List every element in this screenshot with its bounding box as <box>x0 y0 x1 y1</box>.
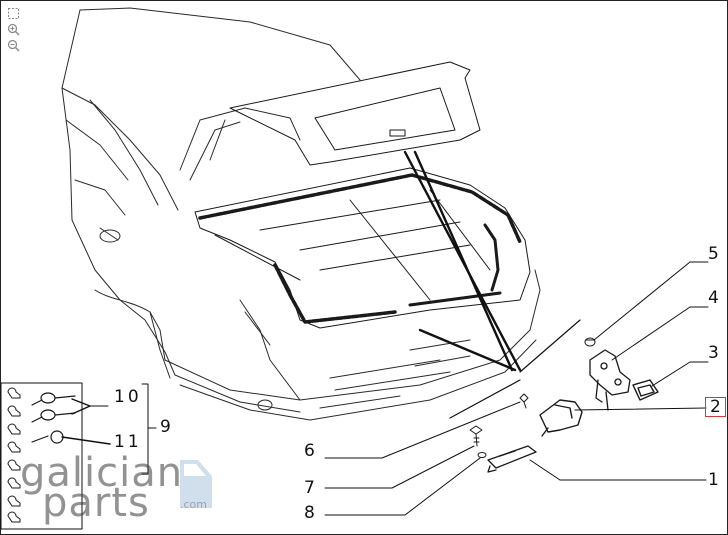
leader-lines <box>403 150 522 372</box>
part-1-striker <box>487 445 537 473</box>
callout-6[interactable]: 6 <box>304 441 315 461</box>
callout-leaders <box>324 261 709 516</box>
part-4-latch <box>589 349 631 411</box>
watermark-suffix: .com <box>180 498 207 511</box>
callout-2-selected[interactable]: 2 <box>705 397 726 417</box>
trunk-opening <box>194 167 531 329</box>
watermark-line1: galician <box>20 450 184 496</box>
fit-page-icon[interactable] <box>6 6 20 20</box>
part-3-pad <box>632 379 659 401</box>
watermark-line2: parts <box>42 480 150 526</box>
part-6-bolt <box>519 393 529 409</box>
callout-8[interactable]: 8 <box>304 503 315 523</box>
part-2-lock <box>539 399 583 437</box>
part-5-screw <box>584 337 596 347</box>
zoom-in-icon[interactable] <box>6 22 20 36</box>
callout-10[interactable]: 10 <box>114 387 142 407</box>
callout-11[interactable]: 11 <box>114 432 142 452</box>
trunk-lid <box>229 61 481 166</box>
callout-4[interactable]: 4 <box>708 288 719 308</box>
keys-panel <box>0 382 157 530</box>
part-7-bolt <box>469 425 483 447</box>
callout-7[interactable]: 7 <box>304 478 315 498</box>
part-8-washer <box>477 452 487 458</box>
zoom-out-icon[interactable] <box>6 38 20 52</box>
zoom-toolbar <box>6 6 20 52</box>
door-icon <box>180 460 212 508</box>
callout-5[interactable]: 5 <box>708 244 719 264</box>
car-body <box>61 7 541 421</box>
callout-1[interactable]: 1 <box>708 470 719 490</box>
callout-9[interactable]: 9 <box>160 417 171 437</box>
callout-3[interactable]: 3 <box>708 343 719 363</box>
